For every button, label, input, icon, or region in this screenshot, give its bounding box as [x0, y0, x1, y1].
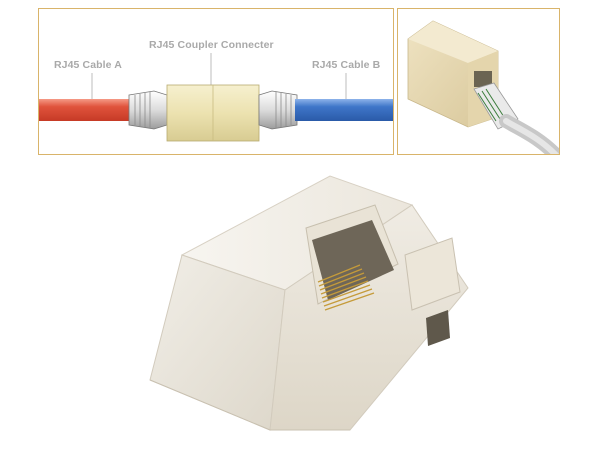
label-cable-b: RJ45 Cable B — [312, 59, 381, 71]
rj45-cable-b-icon — [258, 90, 393, 130]
label-coupler: RJ45 Coupler Connecter — [149, 39, 274, 51]
rj45-cable-a-icon — [39, 90, 168, 130]
coupler-diagram — [39, 53, 393, 142]
diagram-panel: RJ45 Cable A RJ45 Coupler Connecter RJ45… — [38, 8, 394, 155]
rj45-coupler-icon — [166, 84, 260, 142]
coupler-with-cable-photo — [407, 20, 559, 154]
product-photo-inset — [397, 8, 560, 155]
label-cable-a: RJ45 Cable A — [54, 59, 122, 71]
rj45-coupler-photo — [149, 175, 469, 431]
